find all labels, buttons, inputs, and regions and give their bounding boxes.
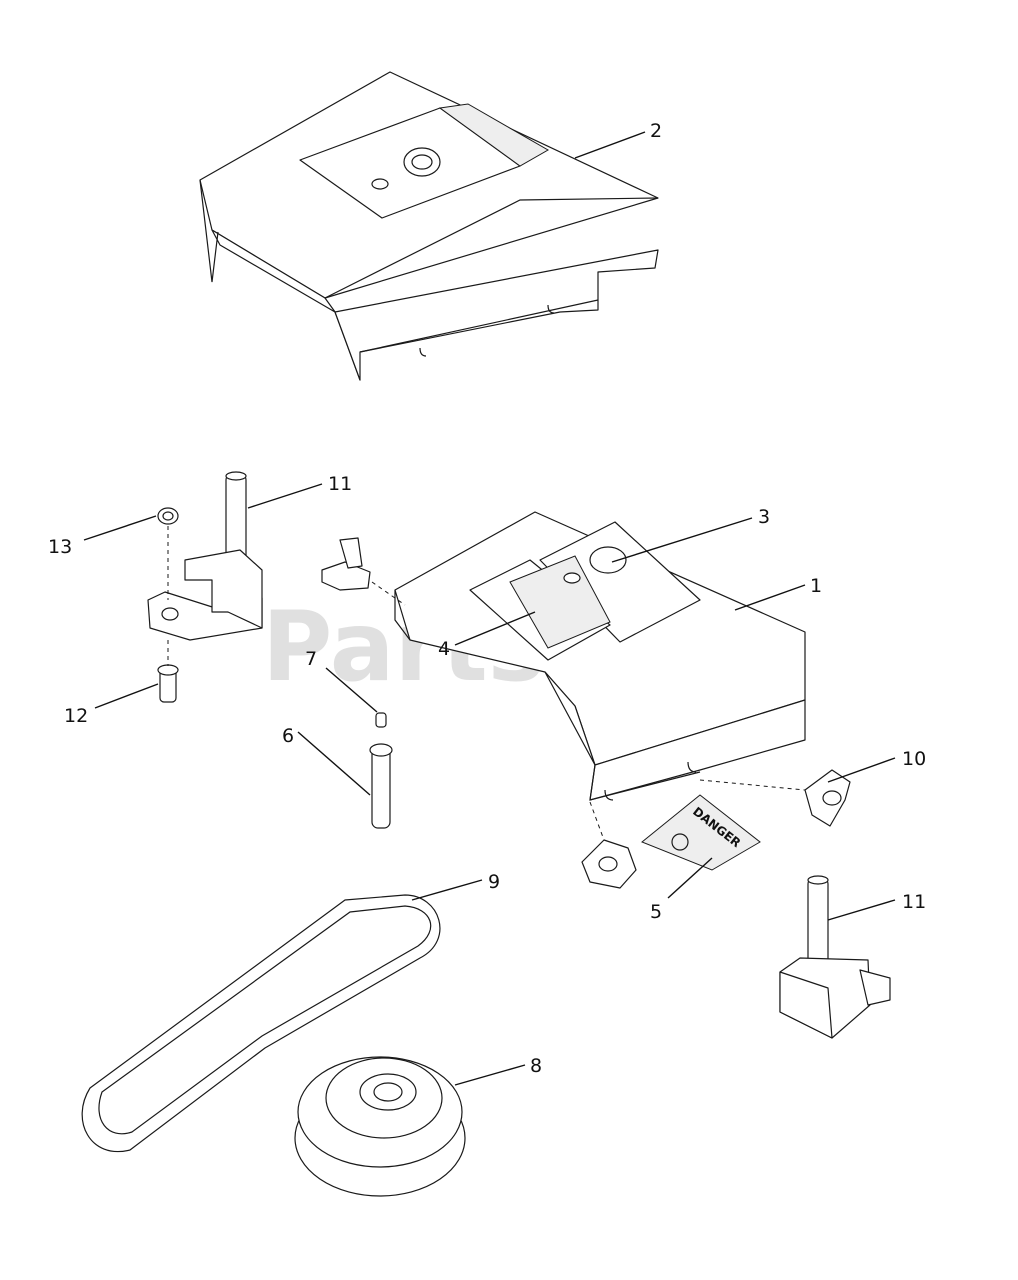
leader-7 xyxy=(325,667,378,713)
belt-cover-upper xyxy=(199,71,659,381)
pin xyxy=(369,743,393,829)
belt-cover-lower xyxy=(394,511,806,801)
callout-11-left: 11 xyxy=(328,473,352,495)
callout-4: 4 xyxy=(438,638,450,660)
leader-2 xyxy=(574,131,646,159)
cover-bracket-right xyxy=(779,875,891,1039)
callout-7: 7 xyxy=(305,648,317,670)
leader-11a xyxy=(247,483,323,509)
callout-11-right: 11 xyxy=(902,891,926,913)
callout-12: 12 xyxy=(64,705,88,727)
leader-12 xyxy=(94,683,159,709)
pulley xyxy=(294,1056,466,1197)
leader-5 xyxy=(667,857,713,899)
leader-4 xyxy=(454,611,536,646)
knob-wing-right xyxy=(699,769,851,827)
leader-11b xyxy=(827,899,896,921)
callout-8: 8 xyxy=(530,1055,542,1077)
bolt xyxy=(157,640,179,703)
v-belt xyxy=(81,894,441,1153)
callout-6: 6 xyxy=(282,725,294,747)
callout-5: 5 xyxy=(650,901,662,923)
knob-wing-upper xyxy=(321,537,406,606)
screw-small xyxy=(375,712,387,728)
leader-3 xyxy=(611,517,753,563)
leader-10 xyxy=(827,757,896,783)
danger-decal: DANGER xyxy=(641,794,761,871)
leader-1 xyxy=(734,584,806,611)
leader-9 xyxy=(411,879,483,901)
callout-3: 3 xyxy=(758,506,770,528)
leader-6 xyxy=(297,731,371,796)
callout-9: 9 xyxy=(488,871,500,893)
leader-13 xyxy=(83,515,157,541)
callout-2: 2 xyxy=(650,120,662,142)
leader-8 xyxy=(454,1064,526,1086)
knob-wing-lower xyxy=(581,801,637,889)
nut xyxy=(157,507,179,600)
callout-13: 13 xyxy=(48,536,72,558)
callout-1: 1 xyxy=(810,575,822,597)
cover-bracket-left xyxy=(147,471,263,641)
callout-10: 10 xyxy=(902,748,926,770)
